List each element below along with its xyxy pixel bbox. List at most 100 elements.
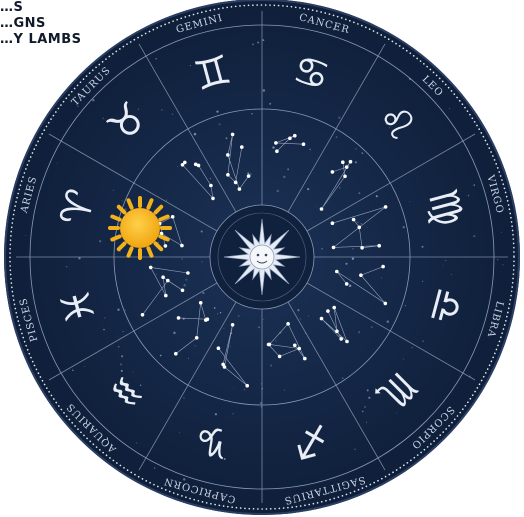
background-star: [173, 332, 175, 334]
background-star: [113, 190, 114, 191]
background-star: [216, 110, 218, 112]
background-star: [316, 206, 317, 207]
background-star: [185, 279, 187, 281]
background-star: [442, 265, 443, 266]
background-star: [124, 310, 125, 311]
background-star: [161, 109, 162, 110]
background-star: [215, 413, 217, 415]
background-star: [368, 397, 370, 399]
background-star: [154, 467, 156, 469]
background-star: [78, 257, 80, 259]
background-star: [473, 235, 475, 237]
background-star: [179, 432, 180, 433]
background-star: [232, 413, 233, 414]
background-star: [352, 248, 354, 250]
background-star: [66, 266, 67, 267]
background-star: [371, 326, 373, 328]
background-star: [117, 309, 119, 311]
background-star: [214, 307, 216, 309]
background-star: [284, 389, 286, 391]
background-star: [220, 312, 221, 313]
background-star: [247, 172, 249, 174]
title-line-1: …S: [0, 0, 82, 16]
background-star: [194, 133, 197, 136]
background-star: [297, 309, 299, 311]
background-star: [257, 41, 259, 43]
background-star: [210, 178, 211, 179]
background-star: [260, 402, 262, 404]
background-star: [501, 232, 502, 233]
background-star: [445, 260, 446, 261]
background-star: [118, 346, 119, 347]
background-star: [217, 313, 218, 314]
background-star: [262, 39, 264, 41]
background-star: [226, 137, 228, 139]
background-star: [352, 258, 354, 260]
background-star: [364, 406, 366, 408]
background-star: [451, 274, 452, 275]
background-star: [92, 99, 94, 101]
background-star: [358, 331, 360, 333]
background-star: [25, 235, 26, 236]
background-star: [422, 246, 424, 248]
background-star: [376, 195, 378, 197]
background-star: [166, 200, 167, 201]
background-star: [99, 240, 101, 242]
sun-icon: [110, 198, 170, 258]
background-star: [367, 389, 369, 391]
background-star: [230, 346, 231, 347]
background-star: [409, 201, 410, 202]
background-star: [120, 363, 122, 365]
background-star: [307, 188, 309, 190]
background-star: [57, 163, 58, 164]
background-star: [338, 117, 340, 119]
background-star: [72, 369, 74, 371]
background-star: [403, 226, 405, 228]
background-star: [321, 248, 323, 250]
background-star: [252, 44, 254, 46]
background-star: [270, 364, 272, 366]
background-star: [84, 366, 85, 367]
background-star: [233, 387, 234, 388]
background-star: [277, 190, 280, 193]
background-star: [244, 389, 246, 391]
background-star: [258, 327, 260, 329]
background-star: [336, 136, 338, 138]
background-star: [367, 227, 368, 228]
background-star: [411, 347, 413, 349]
background-star: [355, 161, 357, 163]
background-star: [342, 377, 344, 379]
background-star: [473, 184, 474, 185]
background-star: [360, 223, 361, 224]
background-star: [136, 442, 137, 443]
background-star: [381, 277, 382, 278]
background-star: [497, 259, 498, 260]
background-star: [503, 264, 504, 265]
background-star: [422, 340, 424, 342]
background-star: [201, 230, 203, 232]
background-star: [449, 108, 450, 109]
background-star: [183, 284, 186, 287]
background-star: [120, 251, 121, 252]
background-star: [403, 359, 404, 360]
background-star: [181, 258, 183, 260]
background-star: [343, 337, 344, 338]
background-star: [272, 146, 274, 148]
background-star: [160, 355, 162, 357]
background-star: [349, 284, 352, 287]
background-star: [309, 149, 311, 151]
background-star: [122, 200, 123, 201]
background-star: [339, 187, 341, 189]
background-star: [195, 345, 196, 346]
background-star: [358, 192, 360, 194]
background-star: [350, 278, 351, 279]
background-star: [355, 148, 357, 150]
background-star: [269, 103, 271, 105]
title-block: …S …GNS …Y LAMBS: [0, 0, 82, 48]
background-star: [238, 315, 240, 317]
background-star: [177, 166, 178, 167]
background-star: [405, 305, 406, 306]
background-star: [354, 449, 355, 450]
background-star: [223, 328, 224, 329]
